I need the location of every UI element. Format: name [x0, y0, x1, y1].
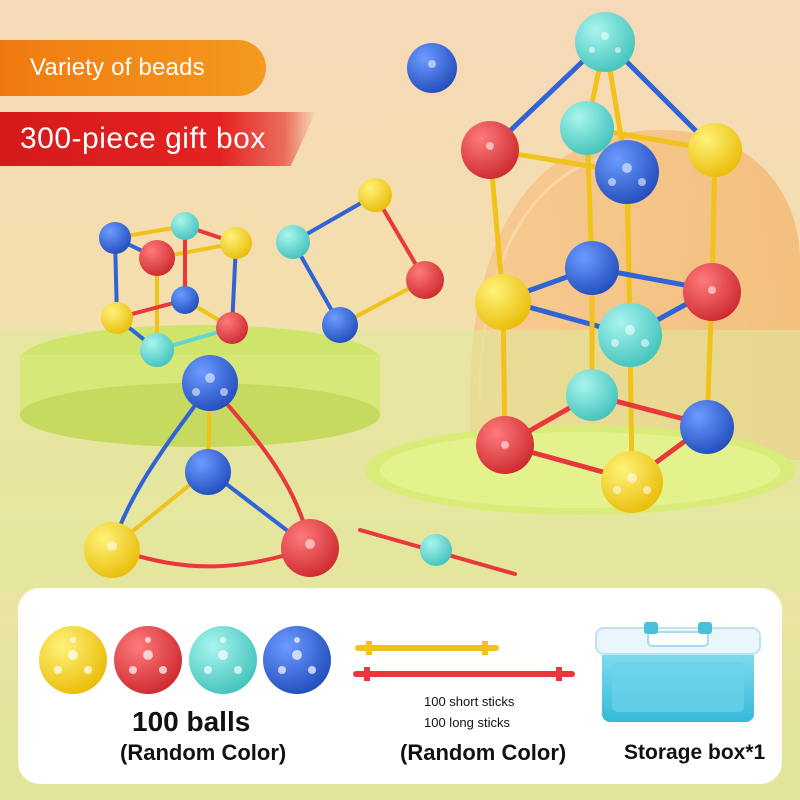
balls-count-label: 100 balls: [132, 706, 251, 737]
variety-text: Variety of beads: [30, 54, 205, 81]
long-sticks-label: 100 long sticks: [424, 715, 510, 730]
variety-badge: Variety of beads: [0, 40, 266, 96]
sticks-color-note: (Random Color): [400, 740, 567, 765]
balls-color-note: (Random Color): [120, 740, 287, 765]
storage-box-label: Storage box*1: [624, 741, 766, 764]
short-sticks-label: 100 short sticks: [424, 694, 515, 709]
gift-box-text: 300-piece gift box: [20, 122, 266, 155]
gift-box-badge: 300-piece gift box: [0, 112, 316, 166]
